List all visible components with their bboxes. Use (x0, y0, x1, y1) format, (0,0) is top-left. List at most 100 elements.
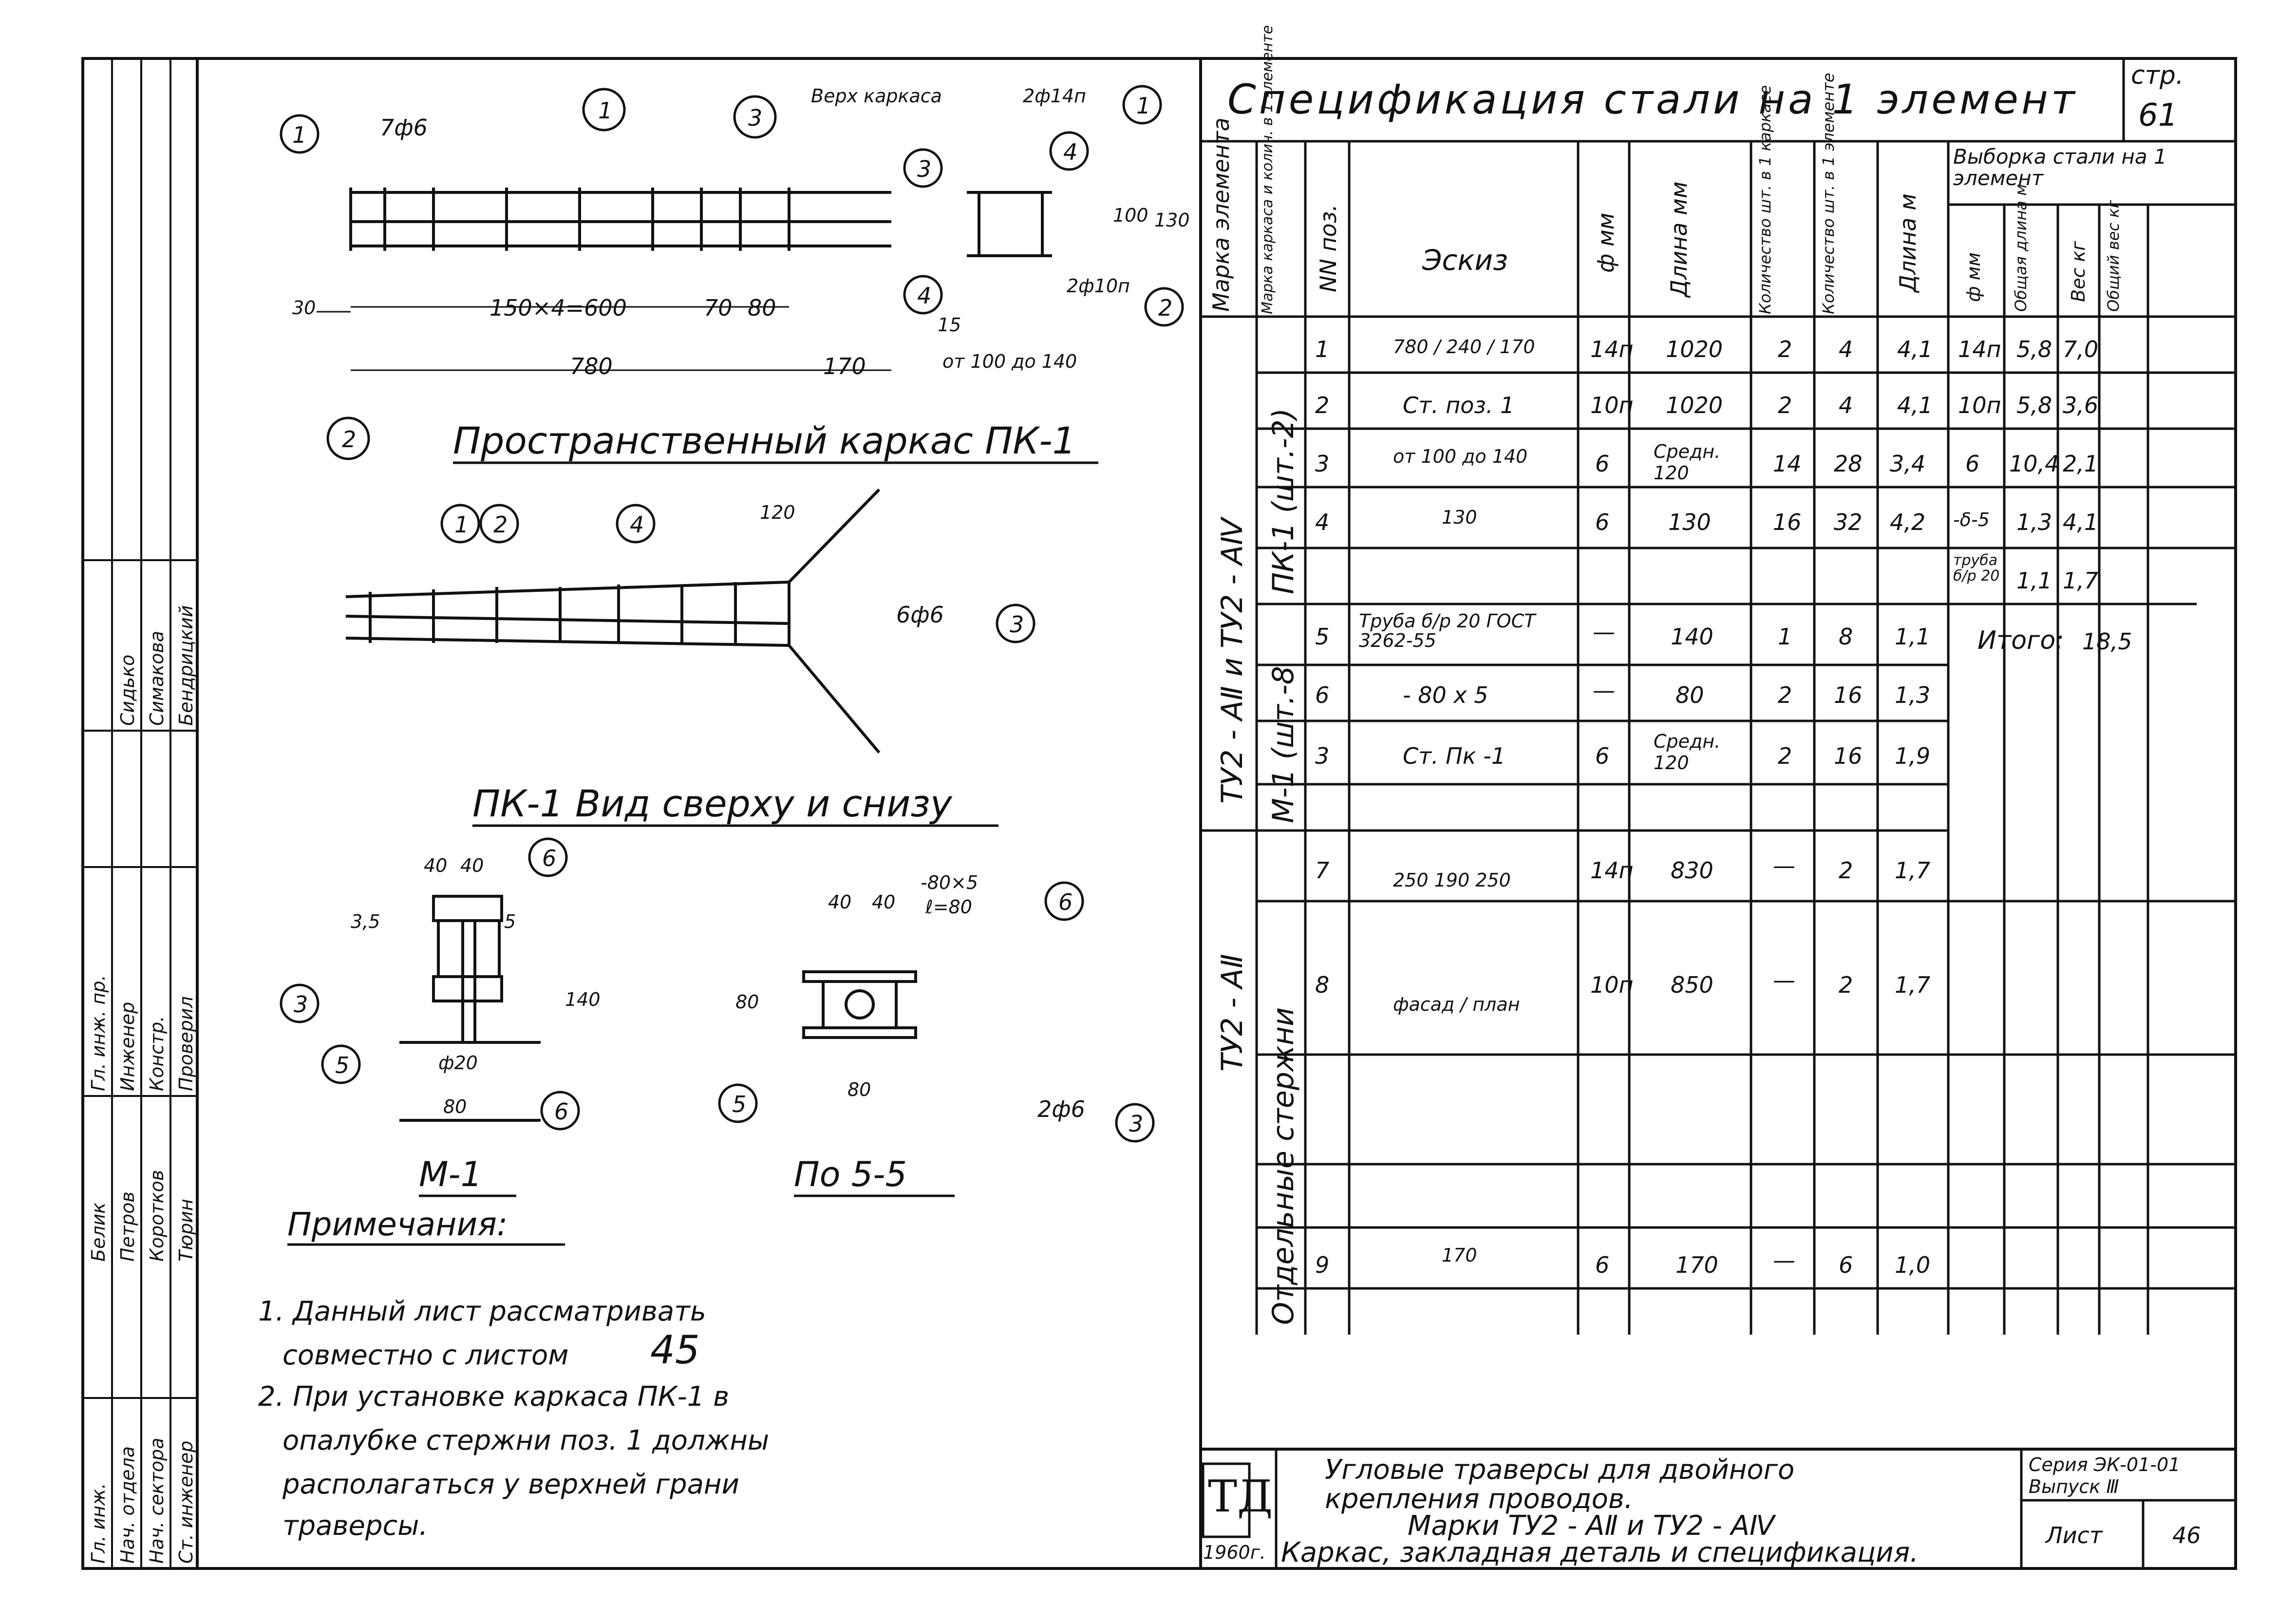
vyb-phi: -δ-5 (1953, 509, 1990, 530)
section55-callouts (718, 881, 1155, 1143)
vyb-ves: 1,7 (2063, 567, 2099, 594)
label-2phi6: 2ф6 (1037, 1096, 1085, 1122)
note-2c: располагаться у верхней грани (282, 1469, 739, 1500)
section-title: По 5-5 (794, 1154, 907, 1194)
hdr-v-ves: Вес кг (2068, 241, 2089, 302)
callout-4-sec: 4 (1063, 139, 1078, 165)
callout-5-sec: 5 (732, 1091, 747, 1117)
cell-k1: 2 (1778, 743, 1792, 769)
note-2b: опалубке стержни поз. 1 должны (282, 1425, 770, 1456)
stamp-line1: Угловые траверсы для двойного (1325, 1454, 1795, 1486)
side-role: Нач. сектора (146, 1437, 168, 1564)
stamp-year: 1960г. (1203, 1542, 1266, 1563)
hdr-kol-element: Количество шт. в 1 элементе (1819, 73, 1838, 314)
side-name: Петров (117, 1191, 138, 1262)
hdr-v-phi: ф мм (1963, 252, 1984, 302)
callout-2-view: 2 (493, 511, 508, 538)
note-1a: 1. Данный лист рассматривать (258, 1296, 706, 1327)
cell-dlina-m: 4,2 (1890, 509, 1926, 535)
m1-dim-35: 3,5 (351, 911, 380, 932)
callout-2: 2 (342, 426, 357, 453)
dim-15: 15 (938, 314, 961, 336)
cell-dlina-mm: 170 (1676, 1252, 1718, 1278)
stamp-line2: крепления проводов. (1325, 1483, 1633, 1515)
itogo-value: 18,5 (2082, 628, 2132, 655)
vyb-ves: 7,0 (2063, 336, 2099, 362)
cell-phi: 14п (1590, 336, 1634, 362)
dim-70: 70 (704, 295, 733, 321)
callout-6-sec: 6 (1058, 889, 1073, 915)
side-name: Тюрин (175, 1199, 197, 1262)
cell-dlina-m: 1,3 (1895, 682, 1931, 708)
cell-poz: 8 (1315, 972, 1330, 998)
sec-plate: -80×5 (921, 872, 979, 893)
cell-dlina-m: 4,1 (1897, 336, 1933, 362)
callout-2-sec: 2 (1158, 295, 1173, 321)
side-name: Симакова (146, 630, 168, 726)
stamp-logo: ТД (1208, 1471, 1273, 1522)
callout-6-m1-b: 6 (554, 1098, 569, 1125)
m1-dim-40a: 40 (424, 855, 448, 876)
title-block-grid (1275, 1449, 2236, 1568)
callout-1-sec: 1 (1136, 93, 1151, 119)
cell-poz: 9 (1315, 1252, 1330, 1278)
cell-k2: 4 (1839, 336, 1853, 362)
vyb-ves: 2,1 (2063, 451, 2099, 477)
vyb-phi: 10п (1958, 392, 2001, 418)
cell-phi: 6 (1595, 451, 1610, 477)
cell-eskiz: - 80 x 5 (1403, 682, 1488, 708)
vyb-obshaya: 5,8 (2016, 392, 2052, 418)
cell-k1: 2 (1778, 682, 1792, 708)
pk1-frame-drawing (317, 188, 891, 371)
cell-k1: — (1773, 1247, 1795, 1273)
cell-eskiz: 130 (1442, 507, 1477, 528)
title-underlines (287, 461, 1098, 1246)
cell-poz: 1 (1315, 336, 1330, 362)
side-role: Нач. отдела (117, 1446, 138, 1564)
sec-length: ℓ=80 (925, 896, 972, 918)
cell-k2: 16 (1834, 682, 1863, 708)
note-1-sheet: 45 (650, 1327, 700, 1373)
vyb-phi: 14п (1958, 336, 2001, 362)
cell-dlina-m: 1,1 (1895, 623, 1931, 650)
cell-eskiz: Ст. поз. 1 (1403, 392, 1515, 418)
dim-130: 130 (1154, 209, 1190, 231)
label-2phi10: 2ф10п (1067, 275, 1130, 297)
callout-1-view: 1 (454, 511, 469, 538)
cell-poz: 6 (1315, 682, 1330, 708)
cell-k2: 6 (1839, 1252, 1853, 1278)
stamp-vypusk: Выпуск Ⅲ (2029, 1476, 2119, 1497)
cell-eskiz: 250 190 250 (1393, 869, 1511, 891)
callout-circles (280, 85, 1184, 460)
notes-title: Примечания: (287, 1206, 508, 1243)
section55-drawing (802, 970, 917, 1039)
hdr-eskiz: Эскиз (1422, 244, 1508, 277)
cell-k2: 2 (1839, 972, 1853, 998)
cell-k1: 2 (1778, 392, 1792, 418)
pk1-view-drawing (345, 488, 881, 754)
dim-120: 120 (760, 502, 795, 523)
cell-dlina-mm: 140 (1671, 623, 1713, 650)
side-role: Гл. инж. пр. (88, 975, 109, 1091)
cell-k1: 2 (1778, 336, 1792, 362)
cell-k2: 2 (1839, 857, 1853, 884)
stamp-list-no: 46 (2172, 1522, 2201, 1548)
m1-drawing (399, 895, 541, 1122)
cell-poz: 7 (1315, 857, 1330, 884)
stamp-line3: Марки ТУ2 - АⅡ и ТУ2 - АⅣ (1408, 1510, 1775, 1542)
hdr-nn-poz: NN поз. (1315, 204, 1341, 292)
side-name: Бендрицкий (175, 605, 197, 726)
cell-k2: 32 (1834, 509, 1863, 535)
m1-dim-phi20: ф20 (438, 1052, 478, 1074)
side-role: Ст. инженер (175, 1440, 197, 1564)
pk1-view-title: ПК-1 Вид сверху и снизу (472, 782, 952, 825)
vyb-obshaya: 10,4 (2009, 451, 2059, 477)
note-2d: траверсы. (282, 1510, 428, 1542)
group-m1: М-1 (шт.-8 (1266, 666, 1300, 823)
hdr-vyborka: Выборка стали на 1 элемент (1953, 145, 2167, 190)
hdr-phi-mm: ф мм (1593, 212, 1619, 273)
dim-150x4: 150×4=600 (489, 295, 627, 321)
dim-170: 170 (823, 353, 866, 379)
label-6phi6: 6ф6 (896, 602, 944, 628)
